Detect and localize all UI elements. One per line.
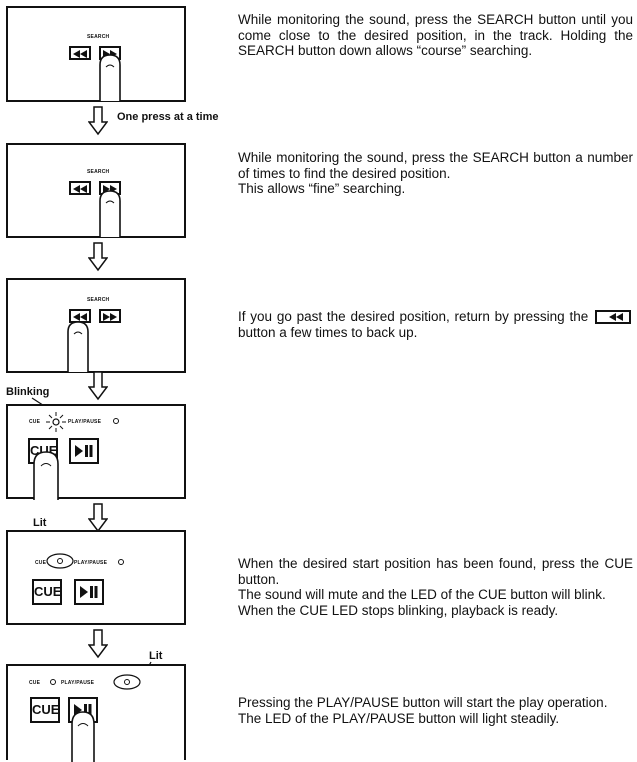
play-pause-icon [80, 586, 98, 598]
fast-forward-icon [103, 313, 117, 321]
cue-small-label: CUE [29, 680, 41, 686]
lit-callout: Lit [33, 517, 47, 529]
cue-led-blinking-icon [46, 412, 66, 432]
inline-rewind-button [595, 310, 631, 325]
rewind-icon [609, 313, 623, 322]
cue-small-label: CUE [29, 419, 41, 425]
play-pause-led-icon [118, 559, 124, 565]
rewind-icon [73, 50, 87, 58]
step-4-text-3: When the CUE LED stops blinking, playbac… [238, 602, 559, 618]
step-5-text-1: Pressing the PLAY/PAUSE button will star… [238, 695, 608, 710]
rewind-icon [73, 185, 87, 193]
play-pause-small-label: PLAY/PAUSE [61, 680, 95, 686]
step-3-description: If you go past the desired position, ret… [238, 309, 633, 340]
play-pause-button [69, 438, 99, 464]
play-pause-small-label: PLAY/PAUSE [68, 419, 102, 425]
finger-icon [71, 711, 95, 762]
step-4-description: When the desired start position has been… [238, 556, 633, 618]
diagram-panel-press-cue: CUE PLAY/PAUSE CUE [6, 404, 186, 500]
step-1-description: While monitoring the sound, press the SE… [238, 12, 633, 59]
step-5-description: Pressing the PLAY/PAUSE button will star… [238, 695, 633, 726]
diagram-panel-search-fine: SEARCH [6, 143, 186, 238]
play-pause-led-icon [113, 418, 119, 424]
down-arrow-icon [88, 242, 108, 272]
step-2-text-fine: This allows “fine” searching. [238, 181, 406, 196]
one-press-callout: One press at a time [117, 111, 219, 123]
play-pause-small-label: PLAY/PAUSE [74, 560, 108, 566]
diagram-panel-press-play-pause: CUE PLAY/PAUSE CUE [6, 664, 186, 762]
diagram-panel-back-up: SEARCH [6, 278, 186, 373]
diagram-panel-search-course: SEARCH [6, 6, 186, 102]
step-1-text: While monitoring the sound, press the SE… [238, 12, 633, 58]
search-rewind-button [69, 181, 91, 195]
cue-led-lit-icon [46, 553, 74, 569]
cue-button: CUE [30, 697, 60, 723]
search-forward-button [99, 309, 121, 323]
search-label: SEARCH [87, 297, 110, 303]
down-arrow-icon [88, 503, 108, 533]
step-3-text-after: button a few times to back up. [238, 324, 418, 340]
down-arrow-icon [88, 106, 108, 136]
blinking-callout: Blinking [6, 386, 50, 398]
lit-callout: Lit [149, 650, 163, 662]
play-pause-icon [75, 445, 93, 457]
rewind-icon [73, 313, 87, 321]
cue-button: CUE [32, 579, 62, 605]
down-arrow-icon [88, 629, 108, 659]
step-4-text-2: The sound will mute and the LED of the C… [238, 587, 606, 602]
finger-icon [67, 321, 89, 372]
cue-led-icon [50, 679, 56, 685]
step-2-text: While monitoring the sound, press the SE… [238, 150, 633, 181]
down-arrow-icon [88, 371, 108, 401]
step-2-description: While monitoring the sound, press the SE… [238, 150, 633, 197]
search-rewind-button [69, 46, 91, 60]
diagram-panel-cue-lit: CUE PLAY/PAUSE CUE [6, 530, 186, 625]
play-pause-button [74, 579, 104, 605]
cue-small-label: CUE [35, 560, 47, 566]
play-pause-led-lit-icon [113, 674, 141, 690]
step-3-text-before: If you go past the desired position, ret… [238, 309, 589, 324]
finger-icon [33, 451, 59, 500]
finger-icon [99, 54, 121, 101]
search-label: SEARCH [87, 169, 110, 175]
finger-icon [99, 190, 121, 237]
step-4-text-1: When the desired start position has been… [238, 556, 633, 587]
step-5-text-2: The LED of the PLAY/PAUSE button will li… [238, 710, 560, 726]
step-3-text: If you go past the desired position, ret… [238, 309, 633, 340]
search-label: SEARCH [87, 34, 110, 40]
